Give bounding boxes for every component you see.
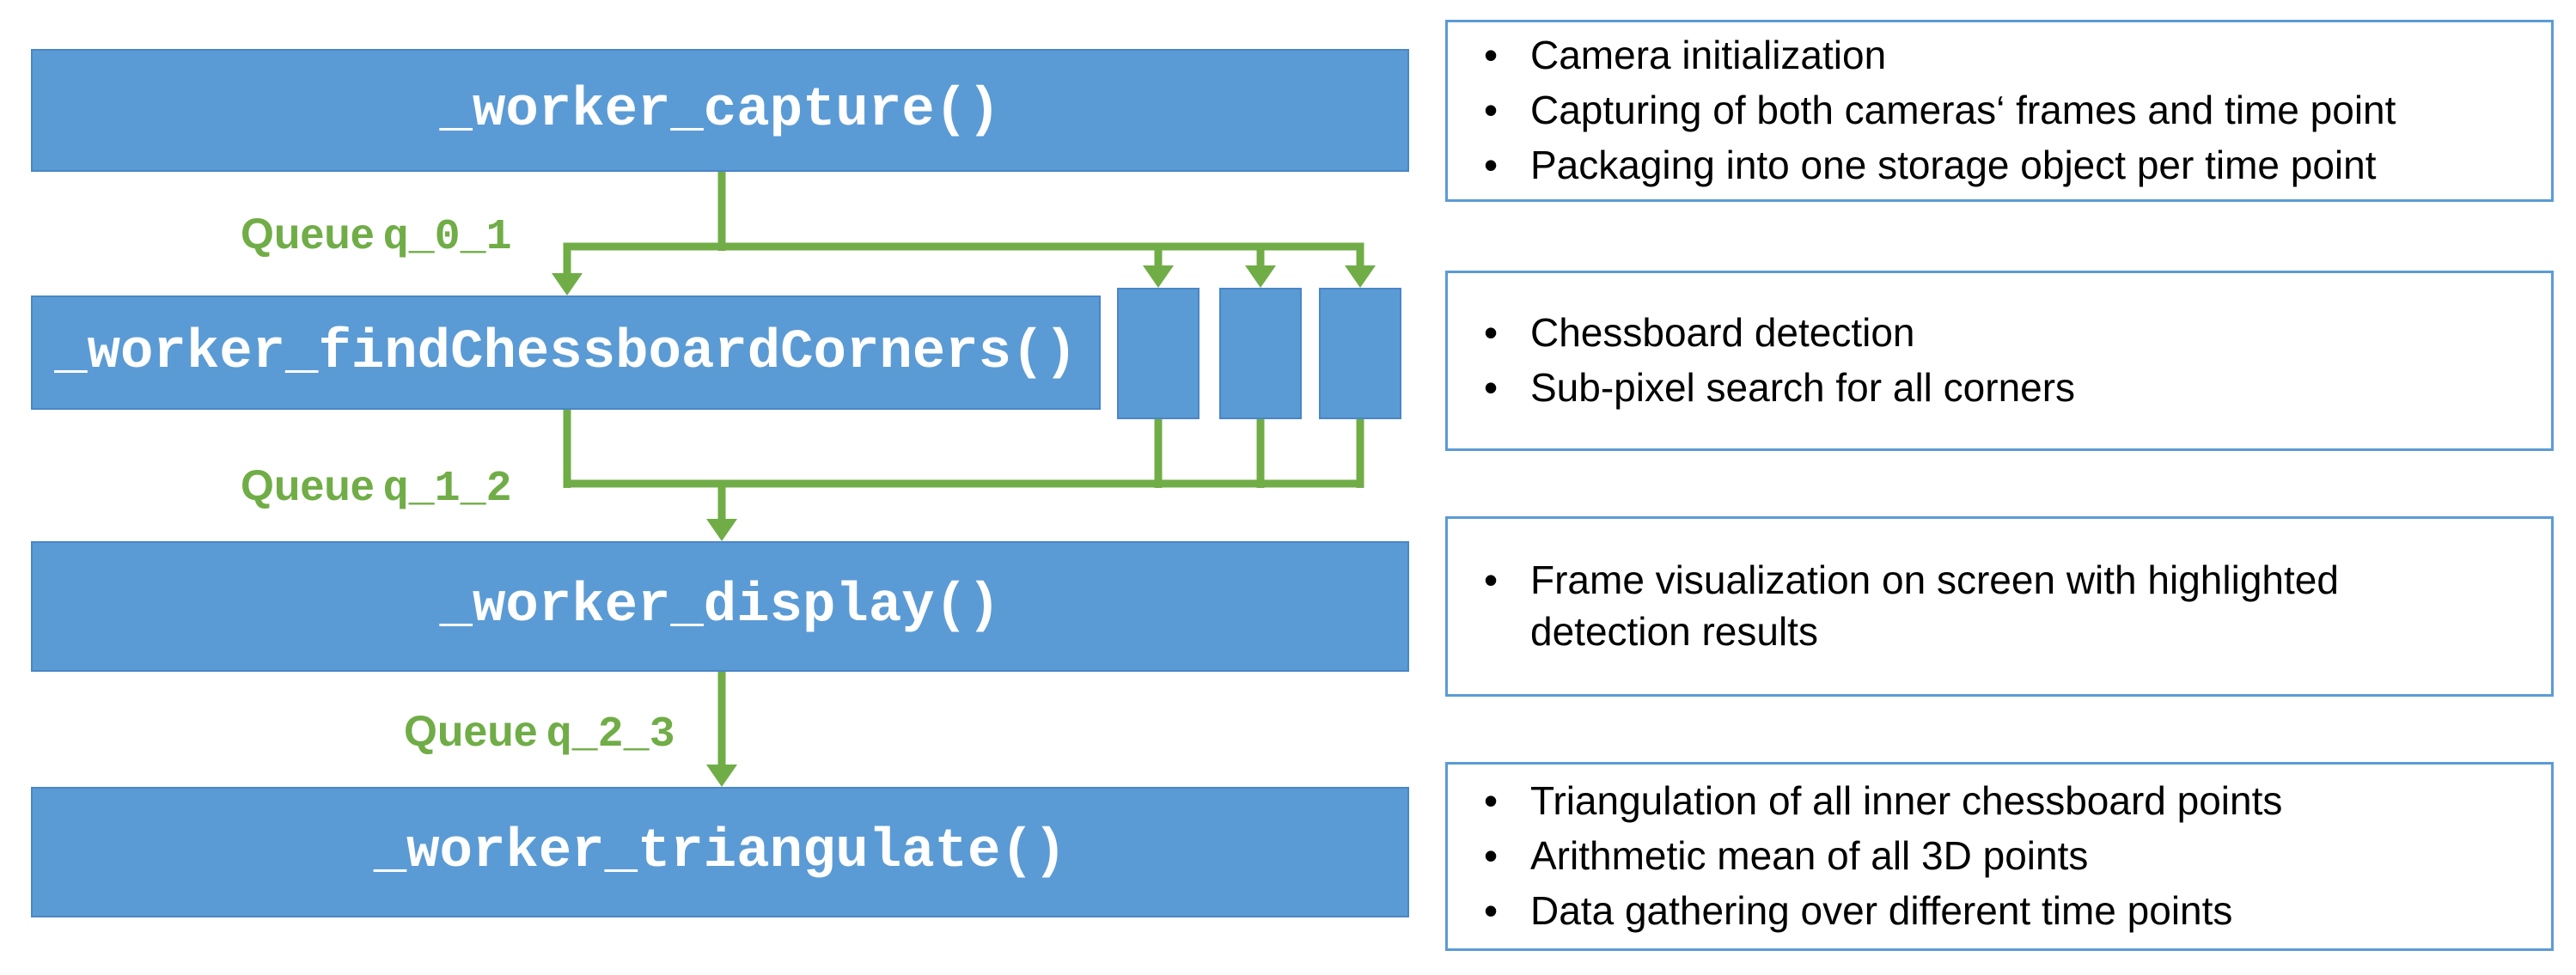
annotation-box-find: • Chessboard detection • Sub-pixel searc… (1445, 271, 2554, 451)
annotation-item: • Chessboard detection (1477, 308, 2517, 359)
worker-display-label: _worker_display() (439, 576, 1001, 637)
annotation-text: Triangulation of all inner chessboard po… (1530, 778, 2283, 824)
annotation-list: • Chessboard detection • Sub-pixel searc… (1477, 304, 2517, 417)
bullet-icon: • (1484, 365, 1499, 410)
arrowhead-down-icon (552, 273, 583, 296)
queue-word: Queue (241, 461, 375, 509)
bullet-icon: • (1484, 887, 1499, 933)
arrowhead-down-icon (706, 519, 737, 541)
bullet-icon: • (1484, 778, 1499, 824)
arrow-find-to-display (563, 410, 1364, 541)
annotation-text: Packaging into one storage object per ti… (1530, 142, 2377, 187)
annotation-text: Sub-pixel search for all corners (1530, 365, 2076, 410)
bullet-icon: • (1484, 310, 1499, 356)
annotation-box-triangulate: • Triangulation of all inner chessboard … (1445, 762, 2554, 951)
arrow-capture-to-find (552, 172, 1376, 296)
arrowhead-down-icon (1143, 265, 1174, 288)
annotation-item: • Capturing of both cameras‘ frames and … (1477, 85, 2517, 137)
annotation-box-capture: • Camera initialization • Capturing of b… (1445, 20, 2554, 202)
annotation-text: Frame visualization on screen with highl… (1530, 558, 2339, 654)
arrowhead-down-icon (706, 765, 737, 787)
worker-capture-label: _worker_capture() (439, 79, 1001, 142)
worker-display-box: _worker_display() (31, 541, 1409, 672)
bullet-icon: • (1484, 558, 1499, 603)
annotation-item: • Triangulation of all inner chessboard … (1477, 776, 2517, 827)
queue-name: q_1_2 (382, 465, 512, 514)
annotation-list: • Camera initialization • Capturing of b… (1477, 27, 2517, 194)
worker-find-chessboard-corners-box: _worker_findChessboardCorners() (31, 296, 1101, 410)
annotation-text: Camera initialization (1530, 33, 1887, 78)
queue-word: Queue (404, 707, 538, 755)
annotation-box-display: • Frame visualization on screen with hig… (1445, 516, 2554, 697)
annotation-item: • Sub-pixel search for all corners (1477, 363, 2517, 414)
queue-name: q_2_3 (546, 710, 675, 759)
worker-capture-box: _worker_capture() (31, 49, 1409, 172)
annotation-item: • Data gathering over different time poi… (1477, 886, 2517, 937)
annotation-list: • Triangulation of all inner chessboard … (1477, 772, 2517, 940)
worker-triangulate-box: _worker_triangulate() (31, 787, 1409, 917)
arrow-display-to-triangulate (706, 672, 737, 787)
annotation-item: • Frame visualization on screen with hig… (1477, 555, 2517, 658)
annotation-text: Chessboard detection (1530, 310, 1915, 356)
annotation-text: Capturing of both cameras‘ frames and ti… (1530, 88, 2396, 133)
arrowhead-down-icon (1345, 265, 1376, 288)
queue-name: q_0_1 (382, 213, 512, 262)
annotation-item: • Packaging into one storage object per … (1477, 140, 2517, 192)
annotation-item: • Camera initialization (1477, 30, 2517, 82)
parallel-instance-box-2 (1219, 288, 1302, 419)
annotation-text: Data gathering over different time point… (1530, 887, 2233, 933)
annotation-item: • Arithmetic mean of all 3D points (1477, 831, 2517, 882)
worker-find-chessboard-corners-label: _worker_findChessboardCorners() (54, 321, 1077, 384)
arrowhead-down-icon (1245, 265, 1276, 288)
worker-triangulate-label: _worker_triangulate() (373, 821, 1067, 883)
bullet-icon: • (1484, 88, 1499, 133)
queue-word: Queue (241, 210, 375, 258)
bullet-icon: • (1484, 833, 1499, 879)
annotation-list: • Frame visualization on screen with hig… (1477, 551, 2517, 661)
bullet-icon: • (1484, 33, 1499, 78)
parallel-instance-box-1 (1117, 288, 1199, 419)
annotation-text: Arithmetic mean of all 3D points (1530, 833, 2089, 879)
bullet-icon: • (1484, 142, 1499, 187)
parallel-instance-box-3 (1319, 288, 1401, 419)
